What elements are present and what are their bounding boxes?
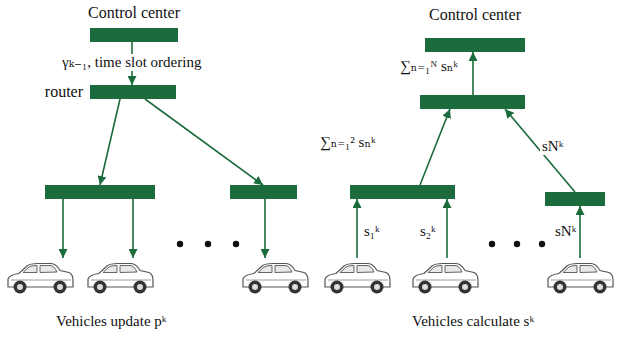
signal-label: γₖ₋₁, time slot ordering bbox=[60, 54, 203, 71]
car-illustration bbox=[240, 258, 310, 296]
node-side-label: router bbox=[45, 83, 83, 101]
car-illustration bbox=[322, 258, 392, 296]
network-bar: router bbox=[90, 85, 176, 99]
ellipsis-dots bbox=[177, 241, 545, 247]
car-illustration bbox=[410, 258, 480, 296]
vehicle-icon bbox=[410, 258, 480, 296]
connector-arrow bbox=[264, 199, 266, 258]
connector-arrow bbox=[446, 199, 448, 258]
network-bar bbox=[45, 185, 155, 199]
connector-arrow bbox=[62, 199, 64, 258]
signal-label: sNᵏ bbox=[553, 223, 578, 240]
caption-note: Vehicles calculate sᵏ bbox=[412, 313, 534, 330]
signal-label: s₁ᵏ bbox=[362, 223, 382, 240]
connector-arrow bbox=[505, 109, 575, 192]
vehicle-icon bbox=[85, 258, 155, 296]
connector-arrow bbox=[579, 206, 581, 258]
car-illustration bbox=[5, 258, 75, 296]
network-bar bbox=[545, 192, 605, 206]
connector-arrow bbox=[132, 199, 134, 258]
car-illustration bbox=[545, 258, 615, 296]
connector-arrow bbox=[356, 199, 358, 258]
connector-arrow bbox=[472, 52, 474, 95]
connector-arrow bbox=[145, 99, 263, 185]
network-bar bbox=[420, 95, 525, 109]
caption-note: Vehicles update pᵏ bbox=[56, 313, 167, 330]
vehicle-icon bbox=[545, 258, 615, 296]
node-heading: Control center bbox=[88, 4, 180, 22]
vehicle-icon bbox=[5, 258, 75, 296]
car-illustration bbox=[85, 258, 155, 296]
node-heading: Control center bbox=[429, 6, 521, 24]
network-bar bbox=[350, 185, 455, 199]
network-bar: Control center bbox=[425, 38, 525, 52]
connector-arrow bbox=[420, 109, 450, 185]
signal-label: s₂ᵏ bbox=[418, 223, 438, 240]
signal-label: ∑ₙ₌₁ᴺ sₙᵏ bbox=[398, 58, 460, 75]
network-bar: Control center bbox=[90, 28, 178, 42]
vehicle-icon bbox=[322, 258, 392, 296]
signal-label: ∑ₙ₌₁² sₙᵏ bbox=[318, 134, 378, 151]
connector-arrow bbox=[100, 99, 120, 185]
signal-label: sNᵏ bbox=[540, 138, 565, 155]
vehicle-icon bbox=[240, 258, 310, 296]
network-bar bbox=[230, 185, 297, 199]
